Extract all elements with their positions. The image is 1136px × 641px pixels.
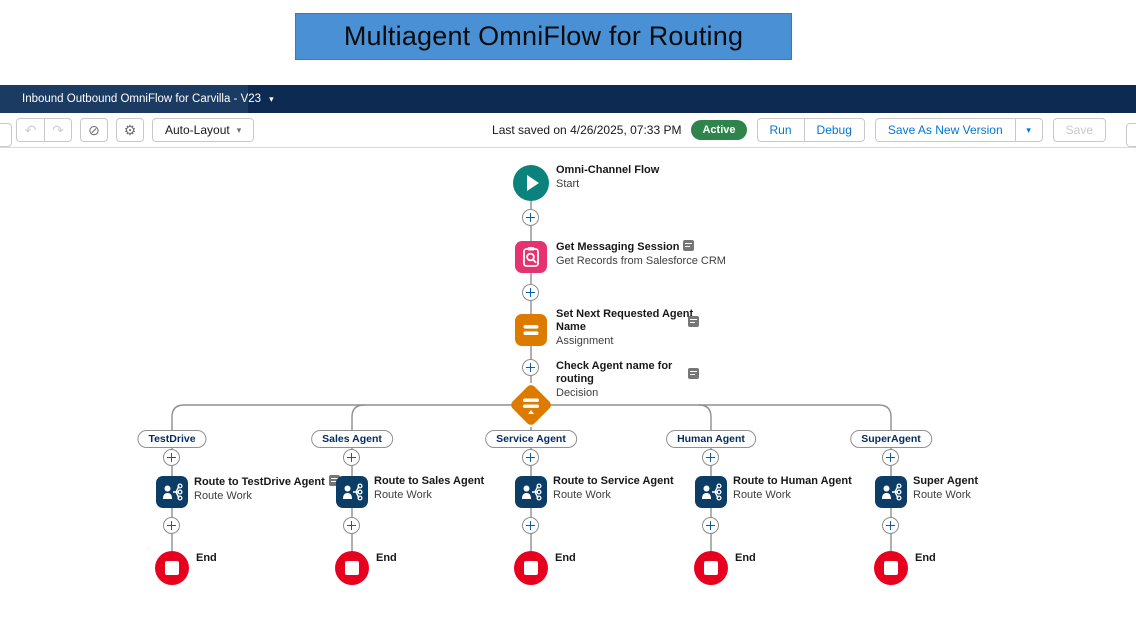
end-label: End — [196, 552, 217, 564]
undo-button[interactable]: ↶ — [16, 118, 44, 142]
end-label: End — [376, 552, 397, 564]
route-work-icon — [163, 483, 183, 501]
run-button[interactable]: Run — [756, 118, 804, 142]
page-title: Multiagent OmniFlow for Routing — [343, 21, 744, 51]
stop-icon — [704, 561, 718, 575]
add-element-button[interactable] — [522, 284, 539, 301]
get-records-node[interactable] — [515, 241, 547, 273]
flow-toolbar: ↶ ↷ ⊘ ⚙ Auto-Layout ▾ Last saved on 4/26… — [0, 113, 1136, 148]
route-work-node[interactable] — [875, 476, 907, 508]
chevron-down-icon: ▾ — [1026, 124, 1031, 135]
get-records-icon — [523, 247, 539, 267]
branch-label-superagent: SuperAgent — [850, 430, 932, 448]
description-icon — [688, 316, 699, 327]
description-icon — [328, 475, 340, 486]
route-work-icon — [702, 483, 722, 501]
branch-label-human-agent: Human Agent — [666, 430, 756, 448]
end-node[interactable] — [694, 551, 728, 585]
end-label: End — [555, 552, 576, 564]
decision-icon — [511, 385, 551, 425]
route-work-node[interactable] — [695, 476, 727, 508]
gear-icon: ⚙ — [123, 121, 137, 138]
end-node[interactable] — [335, 551, 369, 585]
end-node[interactable] — [514, 551, 548, 585]
decision-label: Check Agent name for routing Decision — [556, 360, 673, 399]
add-element-button[interactable] — [522, 517, 539, 534]
settings-button[interactable]: ⚙ — [116, 118, 144, 142]
play-icon — [527, 175, 539, 191]
branch-label-testdrive: TestDrive — [137, 430, 207, 448]
decision-node[interactable] — [507, 381, 555, 429]
add-element-button[interactable] — [522, 449, 539, 466]
redo-icon: ↷ — [52, 121, 64, 138]
add-element-button[interactable] — [343, 449, 360, 466]
end-label: End — [735, 552, 756, 564]
add-element-button[interactable] — [163, 517, 180, 534]
redo-button[interactable]: ↷ — [44, 118, 72, 142]
start-node-label: Omni-Channel Flow Start — [556, 164, 660, 190]
slash-circle-icon: ⊘ — [88, 121, 100, 138]
assignment-label: Set Next Requested Agent Name Assignment — [556, 308, 694, 347]
chevron-down-icon: ▾ — [236, 124, 242, 135]
get-records-label: Get Messaging Session Get Records from S… — [556, 240, 726, 267]
assignment-icon — [523, 325, 539, 335]
route-work-label: Route to Service Agent Route Work — [553, 475, 674, 501]
branch-label-service-agent: Service Agent — [485, 430, 577, 448]
chevron-down-icon: ▾ — [269, 93, 274, 104]
start-node[interactable] — [513, 165, 549, 201]
route-work-icon — [522, 483, 542, 501]
stop-icon — [884, 561, 898, 575]
add-element-button[interactable] — [163, 449, 180, 466]
route-work-node[interactable] — [336, 476, 368, 508]
end-node[interactable] — [874, 551, 908, 585]
route-work-node[interactable] — [515, 476, 547, 508]
route-work-label: Route to Sales Agent Route Work — [374, 475, 485, 501]
undo-icon: ↶ — [24, 121, 37, 138]
status-badge: Active — [691, 120, 747, 140]
route-work-icon — [343, 483, 363, 501]
flow-title: Inbound Outbound OmniFlow for Carvilla -… — [22, 93, 262, 105]
route-work-icon — [882, 483, 902, 501]
branch-label-sales-agent: Sales Agent — [311, 430, 393, 448]
add-element-button[interactable] — [882, 517, 899, 534]
layout-select-label: Auto-Layout — [165, 123, 230, 137]
stop-icon — [165, 561, 179, 575]
add-element-button[interactable] — [522, 209, 539, 226]
description-icon — [688, 368, 699, 379]
assignment-node[interactable] — [515, 314, 547, 346]
stop-icon — [345, 561, 359, 575]
route-work-label: Route to Human Agent Route Work — [733, 475, 852, 501]
app-header-bar: Inbound Outbound OmniFlow for Carvilla -… — [0, 85, 1136, 113]
flow-canvas[interactable]: Omni-Channel Flow Start Get Messaging Se… — [0, 148, 1136, 641]
add-element-button[interactable] — [343, 517, 360, 534]
add-element-button[interactable] — [882, 449, 899, 466]
toolbar-edge-button-right[interactable] — [1126, 123, 1136, 147]
end-node[interactable] — [155, 551, 189, 585]
end-label: End — [915, 552, 936, 564]
description-icon — [683, 240, 695, 251]
page-title-banner: Multiagent OmniFlow for Routing — [295, 13, 792, 60]
toolbar-edge-button[interactable] — [0, 123, 12, 147]
layout-select[interactable]: Auto-Layout ▾ — [152, 118, 255, 142]
disable-button[interactable]: ⊘ — [80, 118, 108, 142]
flow-title-menu[interactable]: Inbound Outbound OmniFlow for Carvilla -… — [0, 85, 274, 113]
route-work-label: Route to TestDrive Agent Route Work — [194, 475, 354, 503]
route-work-node[interactable] — [156, 476, 188, 508]
add-element-button[interactable] — [702, 517, 719, 534]
add-element-button[interactable] — [702, 449, 719, 466]
save-as-new-version-button[interactable]: Save As New Version — [874, 118, 1015, 142]
save-options-button[interactable]: ▾ — [1014, 118, 1043, 142]
debug-button[interactable]: Debug — [803, 118, 865, 142]
add-element-button[interactable] — [522, 359, 539, 376]
route-work-label: Super Agent Route Work — [913, 475, 978, 501]
save-button[interactable]: Save — [1052, 118, 1106, 142]
last-saved-text: Last saved on 4/26/2025, 07:33 PM — [492, 123, 682, 137]
stop-icon — [524, 561, 538, 575]
